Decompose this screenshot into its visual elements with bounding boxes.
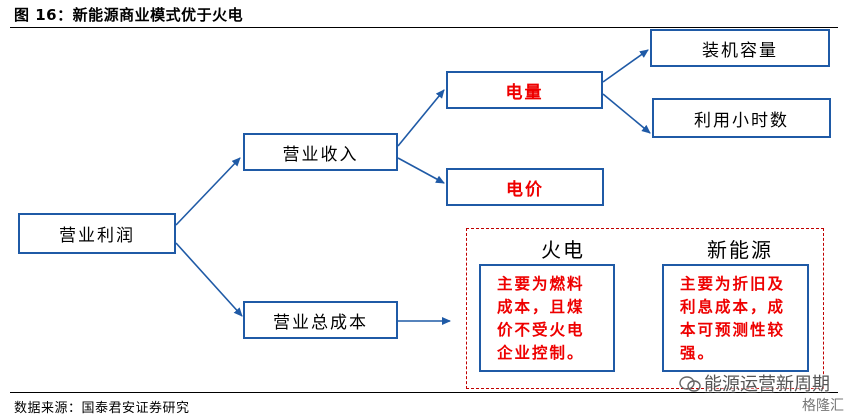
node-electricity-volume: 电量 (446, 71, 603, 109)
thermal-heading: 火电 (541, 238, 585, 262)
node-electricity-price: 电价 (446, 168, 604, 206)
node-installed-capacity: 装机容量 (650, 29, 830, 67)
arrow-revenue-to-price (397, 157, 445, 184)
node-operating-revenue: 营业收入 (243, 133, 398, 171)
renewable-heading: 新能源 (707, 238, 773, 262)
renewable-cost-note: 主要为折旧及利息成本，成本可预测性较强。 (662, 264, 809, 372)
node-total-operating-cost: 营业总成本 (243, 301, 398, 339)
node-utilization-hours: 利用小时数 (652, 98, 831, 138)
figure-title: 图 16：新能源商业模式优于火电 (14, 6, 244, 24)
wechat-icon (679, 376, 701, 392)
thermal-cost-note: 主要为燃料成本，且煤价不受火电企业控制。 (479, 264, 615, 372)
figure-source: 数据来源：国泰君安证券研究 (14, 401, 190, 416)
arrow-profit-to-cost (175, 242, 243, 317)
watermark: 能源运营新周期 (679, 370, 830, 396)
node-operating-profit: 营业利润 (18, 213, 176, 254)
title-rule (10, 27, 838, 28)
cost-comparison-frame (466, 228, 824, 389)
arrow-revenue-to-volume (397, 89, 445, 147)
arrow-volume-to-capacity (602, 49, 649, 83)
arrow-volume-to-hours (602, 93, 651, 134)
arrow-profit-to-revenue (175, 157, 241, 226)
watermark-sub: 格隆汇 (802, 398, 844, 414)
watermark-text: 能源运营新周期 (704, 374, 830, 395)
bottom-rule (10, 392, 838, 393)
